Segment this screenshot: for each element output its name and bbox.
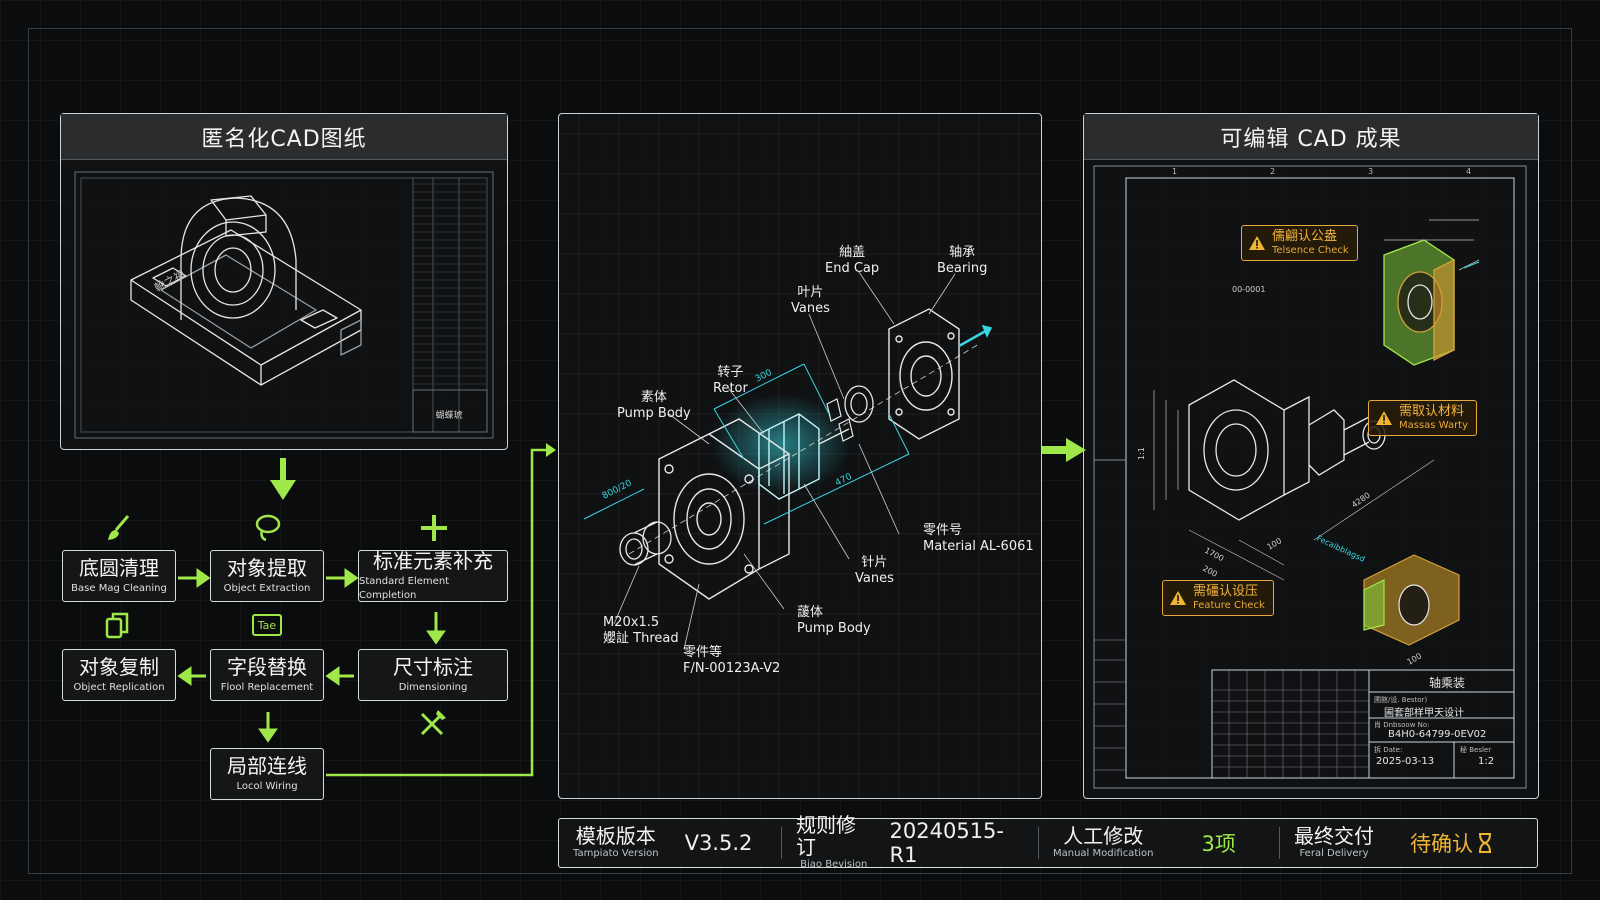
title-block-row2-label: 肖 Dnbsoow No: [1374, 721, 1430, 729]
footer-divider [1279, 827, 1280, 859]
svg-text:200: 200 [1201, 564, 1219, 579]
svg-text:1700: 1700 [1203, 546, 1225, 564]
stamp-text: 蝴蝶琥 [435, 409, 462, 421]
editable-cad-panel: 可编辑 CAD 成果 1 2 3 4 [1083, 113, 1539, 799]
warning-triangle-icon [1170, 591, 1186, 605]
final-delivery-label: 最终交付 [1294, 824, 1374, 848]
footer-divider [1038, 827, 1039, 859]
svg-text:2: 2 [1270, 167, 1275, 176]
title-block-row4-value: 1:2 [1478, 756, 1495, 767]
footer-divider [781, 827, 782, 859]
svg-text:4280: 4280 [1350, 491, 1372, 510]
svg-text:100: 100 [1266, 536, 1284, 551]
rule-revision-label: 规则修订 [796, 813, 856, 859]
brush-icon [108, 515, 130, 540]
manual-modification-label: 人工修改 [1063, 824, 1144, 848]
rule-revision-value: 20240515-R1 [889, 819, 1004, 867]
svg-text:3: 3 [1368, 167, 1373, 176]
outer-frame [28, 28, 1572, 874]
dim-470: 470 [834, 472, 854, 489]
editable-assembly-drawing: 1 2 3 4 [1093, 165, 1527, 789]
plus-icon [421, 515, 447, 541]
title-block-row2-value: B4H0-64799-0EV02 [1388, 729, 1487, 740]
editable-drawing-area: 1 2 3 4 [1084, 160, 1538, 798]
dim-300: 300 [754, 368, 774, 385]
svg-text:4: 4 [1466, 167, 1471, 176]
svg-text:Fecaibblagsd: Fecaibblagsd [1315, 534, 1366, 564]
title-block-row3-value: 2025-03-13 [1376, 756, 1435, 767]
pump-exploded-drawing: 300 470 800/20 [559, 114, 1041, 798]
hourglass-icon [1479, 833, 1491, 853]
warning-triangle-icon [1249, 236, 1265, 250]
pillow-block-drawing: 蝴蝶琥 軸之福 [74, 171, 494, 439]
template-version-label: 模板版本 [575, 824, 656, 848]
svg-text:100: 100 [1406, 651, 1424, 666]
title-block-row1-label: 圃館/设. Bestor) [1374, 696, 1428, 704]
final-delivery-value[interactable]: 待确认 [1410, 832, 1473, 856]
tools-icon [420, 710, 446, 736]
svg-text:1:1: 1:1 [1137, 447, 1146, 460]
text-tag-icon: Tae [252, 614, 282, 636]
template-version-value: V3.5.2 [684, 831, 753, 855]
lasso-icon [255, 514, 281, 542]
svg-text:1: 1 [1172, 167, 1177, 176]
title-block-row3-label: 拆 Date: [1374, 746, 1403, 754]
anonymized-drawing-area: 蝴蝶琥 軸之福 [61, 160, 507, 449]
dim-800: 800/20 [601, 478, 634, 501]
copy-icon [105, 612, 129, 639]
title-block-row1-value: 圃套部样甲天设计 [1384, 708, 1464, 719]
title-block-row4-label: 秘 Besler [1460, 746, 1492, 754]
manual-modification-value[interactable]: 3项 [1201, 832, 1236, 856]
panel-title-anonymized: 匿名化CAD图纸 [61, 114, 507, 160]
anonymized-drawing-panel: 匿名化CAD图纸 蝴蝶琥 [60, 113, 508, 450]
title-block-title: 轴乘装 [1429, 676, 1466, 690]
svg-text:00-0001: 00-0001 [1232, 285, 1265, 294]
panel-title-editable: 可编辑 CAD 成果 [1084, 114, 1538, 160]
svg-text:軸之福: 軸之福 [152, 267, 188, 295]
warning-triangle-icon [1376, 411, 1392, 425]
